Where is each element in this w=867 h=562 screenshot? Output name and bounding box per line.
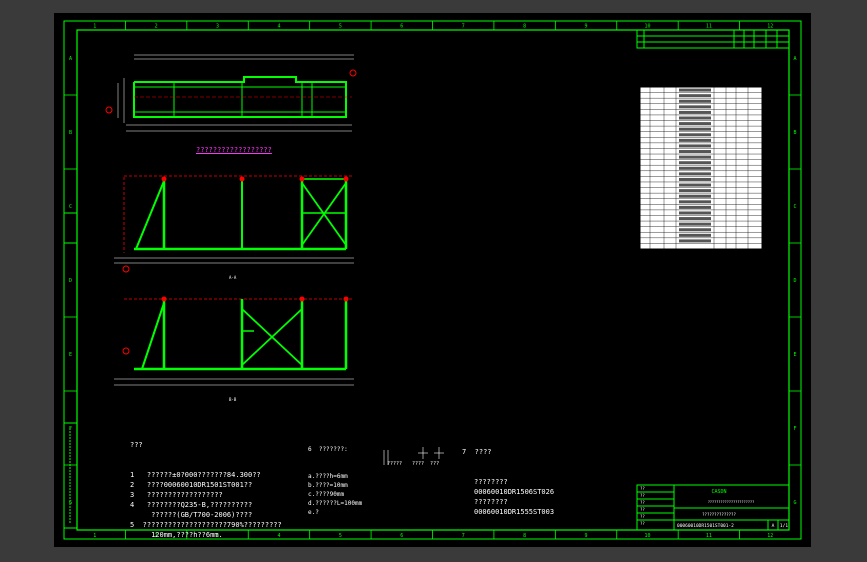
column-label-10-bottom: 10 <box>644 533 650 539</box>
row-label-F-right: F <box>793 426 796 432</box>
note-item: 2 ????00060010DR1501ST001?? <box>130 481 253 489</box>
column-label-3-top: 3 <box>216 24 219 30</box>
title-block: CASDN ?????????????????????? ???????????… <box>636 484 790 531</box>
reference-item: ???????? <box>474 498 508 506</box>
column-label-1-top: 1 <box>93 24 96 30</box>
weld-note-item: a.????h=6mm <box>308 473 348 480</box>
row-label-C-right: C <box>793 204 796 210</box>
title-rev: A <box>772 523 775 529</box>
weld-note-item: e.? <box>308 509 319 516</box>
column-label-9-top: 9 <box>585 24 588 30</box>
note-item: ??????(GB/T700-2006)???? <box>130 511 253 519</box>
column-label-7-bottom: 7 <box>462 533 465 539</box>
note-item: 120mm,????h??6mm. <box>130 531 223 539</box>
title-row-label: ?? <box>640 514 645 519</box>
column-label-8-top: 8 <box>523 24 526 30</box>
elevation-a: A-A <box>114 175 354 280</box>
column-label-5-bottom: 5 <box>339 533 342 539</box>
column-label-5-top: 5 <box>339 24 342 30</box>
weld-symbols <box>383 447 444 465</box>
title-row-label: ?? <box>640 486 645 491</box>
title-row-label: ?? <box>640 521 645 526</box>
row-label-D-left: D <box>69 278 72 284</box>
row-label-A-left: A <box>69 56 72 62</box>
reference-list: ???????? 00060010DR1506ST026???????? 00060… <box>462 477 554 517</box>
notes-heading: ??? <box>130 441 143 449</box>
row-label-E-left: E <box>69 352 72 358</box>
column-label-4-bottom: 4 <box>277 533 280 539</box>
column-label-9-bottom: 9 <box>585 533 588 539</box>
column-label-8-bottom: 8 <box>523 533 526 539</box>
title-sheet: 1/1 <box>780 523 788 529</box>
column-label-12-top: 12 <box>767 24 773 30</box>
revision-block <box>636 29 790 49</box>
view-label-b: B-B <box>229 397 237 402</box>
note-item: 4 ????????Q235-B,?????????? <box>130 501 253 509</box>
plan-view <box>105 54 357 132</box>
row-label-D-right: D <box>793 278 796 284</box>
title-row-label: ?? <box>640 500 645 505</box>
reference-heading: 7 ???? <box>462 448 492 456</box>
note-item: 1 ??????±0?000???????84.300?? <box>130 471 261 479</box>
row-label-B-left: B <box>69 130 72 136</box>
inner-frame <box>76 29 790 531</box>
column-label-12-bottom: 12 <box>767 533 773 539</box>
reference-item: ???????? <box>474 478 508 486</box>
elevation-b: B-B <box>114 296 354 402</box>
title-row-label: ?? <box>640 493 645 498</box>
weld-heading: 6 ???????: <box>308 446 348 453</box>
column-label-1-bottom: 1 <box>93 533 96 539</box>
title-drawing-no: 00060010DR1501ST001-2 <box>677 523 734 529</box>
reference-notes: 7 ???? ???????? 00060010DR1506ST026??????… <box>462 427 554 527</box>
row-label-C-left: C <box>69 204 72 210</box>
title-project: ?????????????????????? <box>708 500 754 504</box>
row-label-E-right: E <box>793 352 796 358</box>
weld-symbol-label: ????? <box>387 461 403 467</box>
weld-symbol-label-2: ???? ??? <box>412 461 440 467</box>
row-label-A-right: A <box>793 56 796 62</box>
weld-note-item: b.????=10mm <box>308 482 348 489</box>
material-table <box>639 86 763 250</box>
column-label-7-top: 7 <box>462 24 465 30</box>
column-label-11-top: 11 <box>706 24 712 30</box>
weld-note-item: c.????90mm <box>308 491 345 498</box>
notes-list: 1 ??????±0?000???????84.300?? 2 ????00060… <box>130 470 282 540</box>
column-label-11-bottom: 11 <box>706 533 712 539</box>
row-label-G-right: G <box>793 500 796 506</box>
title-row-label: ?? <box>640 507 645 512</box>
note-item: 3 ?????????????????? <box>130 491 223 499</box>
section-title: ?????????????????? <box>196 146 272 154</box>
column-label-3-bottom: 3 <box>216 533 219 539</box>
weld-note-item: d.??????L=100mm <box>308 500 363 507</box>
general-notes: ??? 1 ??????±0?000???????84.300?? 2 ????0… <box>130 420 282 550</box>
reference-item: 00060010DR1555ST003 <box>474 508 555 516</box>
reference-item: 00060010DR1506ST026 <box>474 488 555 496</box>
column-label-4-top: 4 <box>277 24 280 30</box>
column-label-6-top: 6 <box>400 24 403 30</box>
column-label-10-top: 10 <box>644 24 650 30</box>
left-strip <box>63 212 78 529</box>
column-label-6-bottom: 6 <box>400 533 403 539</box>
view-label-a: A-A <box>229 275 237 280</box>
column-label-2-top: 2 <box>155 24 158 30</box>
weld-notes: 6 ???????: a.????h=6mm b.????=10mm c.????9… <box>308 427 362 526</box>
title-company: CASDN <box>711 489 726 495</box>
column-label-2-bottom: 2 <box>155 533 158 539</box>
row-label-B-right: B <box>793 130 796 136</box>
title-drawing-name: ?????????????? <box>702 512 736 517</box>
weld-list: a.????h=6mm b.????=10mm c.????90mm d.??????… <box>308 472 362 517</box>
note-item: 5 ????????????????????790%????????? <box>130 521 282 529</box>
